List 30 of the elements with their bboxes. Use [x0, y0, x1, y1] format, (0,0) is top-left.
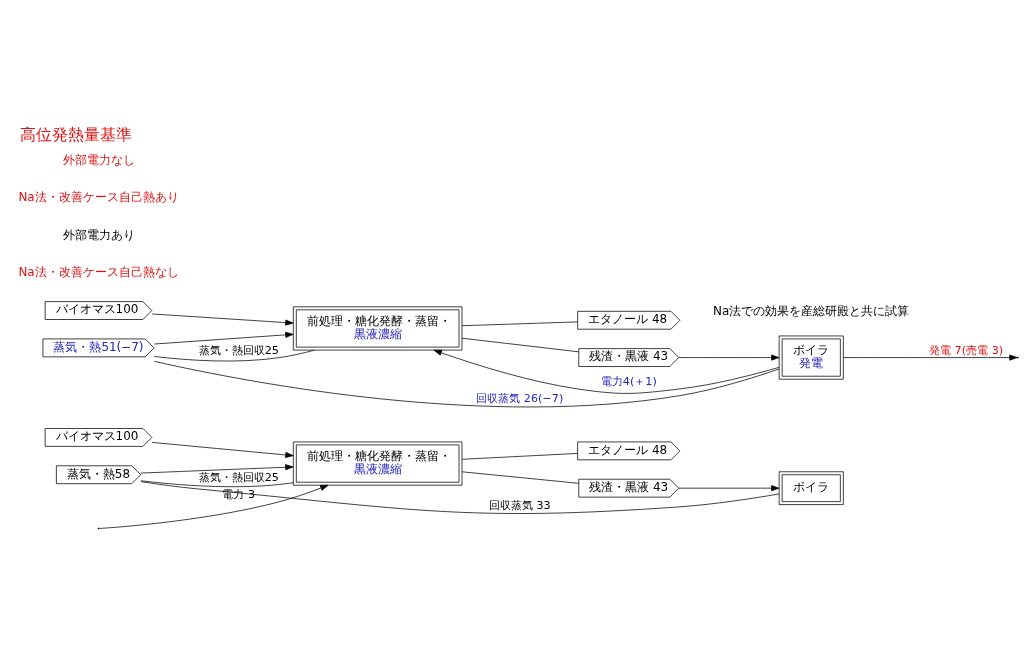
arrow [98, 484, 328, 529]
connector [461, 452, 578, 460]
label: Na法・改善ケース自己熱なし [17, 264, 179, 279]
connector [140, 480, 779, 514]
label: Na法での効果を産総研殿と共に試算 [712, 303, 909, 318]
arrow [678, 484, 779, 491]
connector [461, 321, 578, 326]
connector [461, 470, 579, 484]
edge-label: 電力 3 [221, 487, 255, 501]
arrow [151, 441, 293, 458]
edge-label: 電力4(＋1) [600, 374, 657, 388]
label: Na法・改善ケース自己熱あり [17, 189, 179, 204]
diagram-title: 高位発熱量基準 [19, 124, 132, 144]
edge-label: 回収蒸気 33 [488, 498, 551, 512]
arrow [153, 331, 293, 344]
connector [153, 360, 779, 407]
arrow [678, 354, 779, 361]
label: 外部電力なし [62, 152, 135, 167]
arrow [433, 349, 779, 394]
edge-label: 蒸気・熱回収25 [198, 470, 279, 484]
edge-label: 回収蒸気 26(−7) [475, 391, 563, 405]
label: 外部電力あり [62, 227, 135, 242]
connector [461, 337, 579, 352]
arrow [842, 354, 1017, 361]
connector [153, 349, 315, 361]
arrow [139, 463, 293, 473]
arrow [151, 313, 293, 326]
edge-label: 発電 7(売電 3) [928, 343, 1003, 357]
edge-label: 蒸気・熱回収25 [198, 343, 279, 357]
connector [140, 479, 294, 487]
